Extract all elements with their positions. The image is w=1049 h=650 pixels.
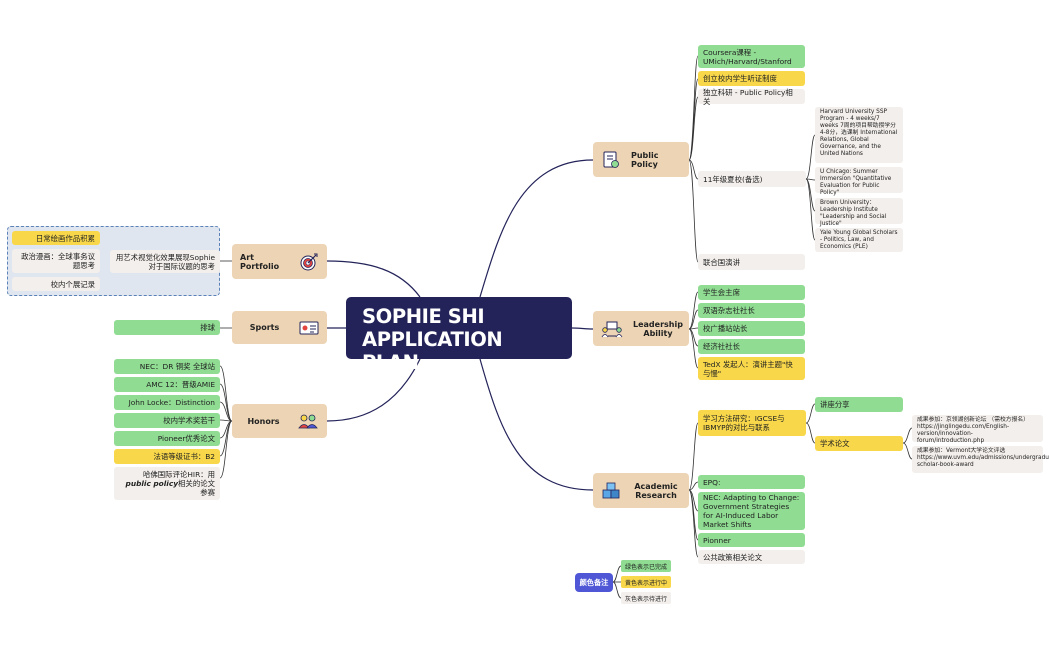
category-art-portfolio[interactable]: Art Portfolio: [232, 244, 327, 279]
legend-in-progress: 黄色表示进行中: [621, 576, 672, 588]
lead-item-student-union[interactable]: 学生会主席: [698, 285, 805, 300]
category-label: Sports: [249, 323, 280, 332]
legend-done: 绿色表示已完成: [621, 560, 672, 572]
art-item-political-cartoon[interactable]: 政治漫画：全球事务议题思考: [12, 249, 100, 273]
category-public-policy[interactable]: Public Policy: [593, 142, 689, 177]
sports-item-volleyball[interactable]: 排球: [114, 320, 220, 335]
art-item-daily-drawings[interactable]: 日常绘画作品积累: [12, 231, 100, 245]
category-label: Academic Research: [634, 481, 678, 500]
document-icon: [601, 150, 621, 170]
category-label: Art Portfolio: [240, 252, 280, 271]
category-label: Honors: [247, 416, 280, 426]
ar-paper-vermont[interactable]: 成果参加：Vermont大学论文评选 https://www.uvm.edu/a…: [912, 446, 1049, 473]
category-academic-research[interactable]: Academic Research: [593, 473, 689, 508]
honors-item-john-locke[interactable]: John Locke：Distinction: [114, 395, 220, 410]
summer-school-uchicago[interactable]: U Chicago: Summer Immersion "Quantitativ…: [815, 167, 903, 196]
art-item-solo-exhibit[interactable]: 校内个展记录: [12, 277, 100, 291]
pp-item-coursera[interactable]: Coursera课程 - UMich/Harvard/Stanford: [698, 45, 805, 68]
ar-sub-lecture[interactable]: 讲座分享: [815, 397, 903, 412]
category-label: Public Policy: [631, 150, 659, 169]
central-topic-line2: APPLICATION PLAN: [362, 328, 503, 374]
ar-paper-jingling[interactable]: 成果参加：京领湖创新论坛 （需校方报名）https://jinglingedu.…: [912, 415, 1043, 444]
lead-item-radio[interactable]: 校广播站站长: [698, 321, 805, 336]
scoreboard-icon: [299, 320, 319, 336]
honors-item-nec[interactable]: NEC：DR 铜奖 全球站: [114, 359, 220, 374]
hir-text-emphasis: public policy: [125, 479, 179, 488]
category-honors[interactable]: Honors: [232, 404, 327, 438]
category-label: Leadership Ability: [633, 319, 683, 338]
summer-school-yale[interactable]: Yale Young Global Scholars - Politics, L…: [815, 228, 903, 252]
target-icon: [299, 252, 319, 272]
pp-item-research[interactable]: 独立科研 - Public Policy相关: [698, 88, 805, 106]
people-icon: [297, 412, 319, 430]
legend-todo: 灰色表示待进行: [621, 592, 672, 604]
art-mid-visual-thinking[interactable]: 用艺术视觉化效果展现Sophie对于国际议题的思考: [110, 250, 220, 273]
category-sports[interactable]: Sports: [232, 311, 327, 344]
hir-text-post: 相关的论文参赛: [178, 479, 215, 497]
central-topic[interactable]: SOPHIE SHI APPLICATION PLAN: [346, 297, 572, 374]
pp-item-un-speech[interactable]: 联合国演讲: [698, 254, 805, 270]
pp-item-summer-school[interactable]: 11年级夏校(备选): [698, 171, 806, 187]
honors-item-amc12[interactable]: AMC 12：晋级AMIE: [114, 377, 220, 392]
lead-item-tedx[interactable]: TedX 发起人：演讲主题"快与慢": [698, 357, 805, 380]
honors-item-pioneer[interactable]: Pioneer优秀论文: [114, 431, 220, 446]
ar-sub-paper[interactable]: 学术论文: [815, 436, 903, 451]
ar-item-pionner[interactable]: Pionner: [698, 533, 805, 547]
summer-school-brown[interactable]: Brown University：Leadership Institute "L…: [815, 198, 903, 227]
team-meeting-icon: [601, 319, 623, 339]
cubes-icon: [601, 481, 621, 501]
central-topic-line1: SOPHIE SHI: [362, 305, 485, 328]
lead-item-economics-club[interactable]: 经济社社长: [698, 339, 805, 354]
category-leadership[interactable]: Leadership Ability: [593, 311, 689, 346]
legend-title[interactable]: 颜色备注: [575, 573, 613, 592]
summer-school-harvard[interactable]: Harvard University SSP Program - 4 weeks…: [815, 107, 903, 163]
ar-item-igcse-ibmyp[interactable]: 学习方法研究：IGCSE与IBMYP的对比与联系: [698, 410, 806, 436]
ar-item-public-policy-paper[interactable]: 公共政策相关论文: [698, 550, 805, 564]
lead-item-magazine[interactable]: 双语杂志社社长: [698, 303, 805, 318]
hir-text-pre: 哈佛国际评论HIR：用: [143, 470, 215, 479]
ar-item-epq[interactable]: EPQ:: [698, 475, 805, 489]
ar-item-nec-paper[interactable]: NEC: Adapting to Change: Government Stra…: [698, 492, 805, 530]
pp-item-hearing-system[interactable]: 创立校内学生听证制度: [698, 71, 805, 86]
honors-item-french[interactable]: 法语等级证书：B2: [114, 449, 220, 464]
honors-item-school-awards[interactable]: 校内学术奖若干: [114, 413, 220, 428]
